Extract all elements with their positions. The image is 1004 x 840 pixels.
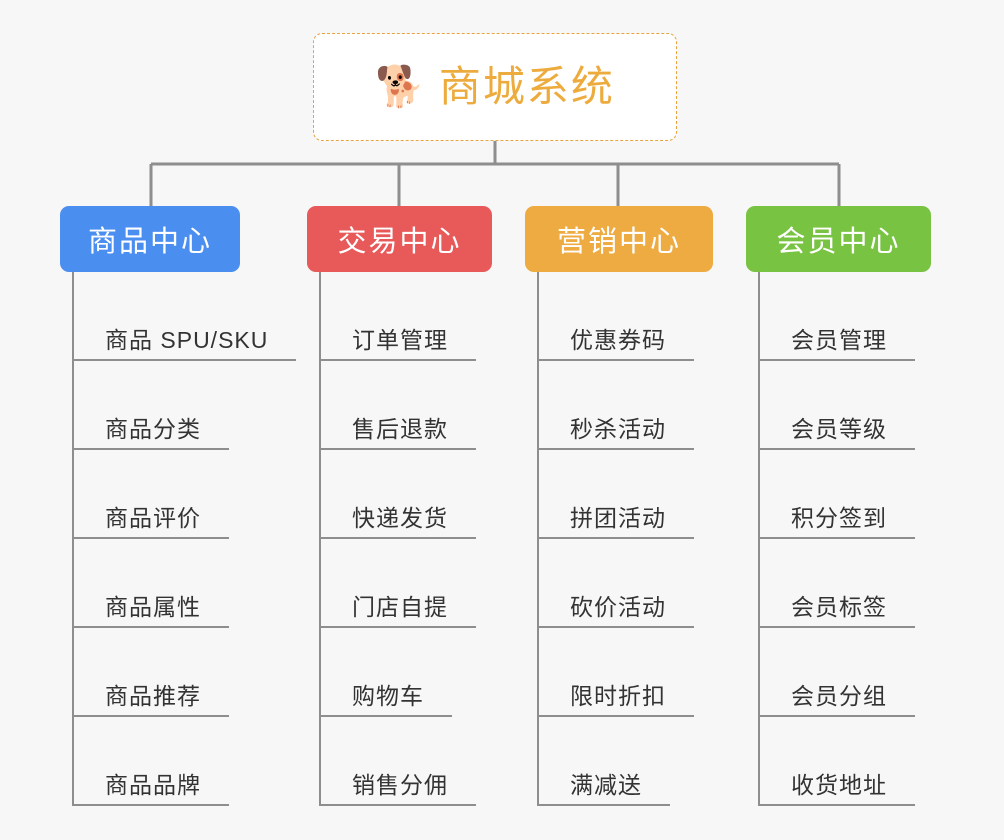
leaf-label: 砍价活动 [570,593,666,620]
branch-column-2: 营销中心 优惠券码 秒杀活动 拼团活动 砍价活动 限时折扣 满减送 [525,206,713,806]
leaf-label: 购物车 [352,682,424,709]
leaf-label: 商品品牌 [105,771,201,798]
leaf-item[interactable]: 售后退款 [321,361,492,450]
leaf-item[interactable]: 会员标签 [760,539,931,628]
leaf-item[interactable]: 商品 SPU/SKU [74,272,297,361]
shiba-dog-face-icon: 🐕 [375,65,425,109]
leaf-label: 门店自提 [352,593,448,620]
leaf-label: 会员等级 [791,415,887,442]
leaf-item[interactable]: 满减送 [539,717,713,806]
leaf-label: 会员分组 [791,682,887,709]
leaf-item[interactable]: 拼团活动 [539,450,713,539]
leaf-item[interactable]: 优惠券码 [539,272,713,361]
branch-column-1: 交易中心 订单管理 售后退款 快递发货 门店自提 购物车 销售分佣 [307,206,492,806]
leaf-item[interactable]: 秒杀活动 [539,361,713,450]
leaf-item[interactable]: 会员等级 [760,361,931,450]
leaf-label: 满减送 [570,771,642,798]
leaf-item[interactable]: 销售分佣 [321,717,492,806]
root-node[interactable]: 🐕 商城系统 [313,33,677,141]
branch-head-0[interactable]: 商品中心 [60,206,240,272]
branch-children-2: 优惠券码 秒杀活动 拼团活动 砍价活动 限时折扣 满减送 [537,272,713,806]
leaf-label: 积分签到 [791,504,887,531]
branch-head-label: 营销中心 [556,226,681,258]
branch-head-1[interactable]: 交易中心 [307,206,492,272]
branch-head-2[interactable]: 营销中心 [525,206,713,272]
branch-head-label: 交易中心 [337,226,462,258]
leaf-label: 秒杀活动 [570,415,666,442]
leaf-item[interactable]: 商品品牌 [74,717,296,806]
root-node-title: 商城系统 [438,63,615,110]
leaf-item[interactable]: 购物车 [321,628,492,717]
leaf-item[interactable]: 订单管理 [321,272,492,361]
leaf-item[interactable]: 商品分类 [74,361,296,450]
branch-children-0: 商品 SPU/SKU 商品分类 商品评价 商品属性 商品推荐 商品品牌 [72,272,297,806]
leaf-label: 商品评价 [105,504,201,531]
leaf-item[interactable]: 商品推荐 [74,628,296,717]
leaf-item[interactable]: 商品评价 [74,450,296,539]
branch-children-1: 订单管理 售后退款 快递发货 门店自提 购物车 销售分佣 [319,272,492,806]
leaf-label: 会员标签 [791,593,887,620]
branch-head-label: 会员中心 [776,226,901,258]
leaf-item[interactable]: 限时折扣 [539,628,713,717]
branch-head-3[interactable]: 会员中心 [746,206,931,272]
leaf-label: 会员管理 [791,326,887,353]
leaf-item[interactable]: 会员管理 [760,272,931,361]
branch-children-3: 会员管理 会员等级 积分签到 会员标签 会员分组 收货地址 [758,272,931,806]
leaf-label: 收货地址 [791,771,887,798]
leaf-label: 限时折扣 [570,682,666,709]
branch-column-3: 会员中心 会员管理 会员等级 积分签到 会员标签 会员分组 收货地址 [746,206,931,806]
leaf-label: 商品分类 [105,415,201,442]
leaf-label: 优惠券码 [570,326,666,353]
leaf-item[interactable]: 快递发货 [321,450,492,539]
leaf-label: 商品推荐 [105,682,201,709]
branch-column-0: 商品中心 商品 SPU/SKU 商品分类 商品评价 商品属性 商品推荐 商品品牌 [60,206,297,806]
leaf-item[interactable]: 商品属性 [74,539,296,628]
leaf-label: 拼团活动 [570,504,666,531]
leaf-item[interactable]: 门店自提 [321,539,492,628]
leaf-item[interactable]: 积分签到 [760,450,931,539]
leaf-label: 快递发货 [352,504,448,531]
leaf-item[interactable]: 砍价活动 [539,539,713,628]
leaf-item[interactable]: 会员分组 [760,628,931,717]
leaf-label: 商品 SPU/SKU [105,326,269,353]
leaf-label: 商品属性 [105,593,201,620]
branch-head-label: 商品中心 [87,226,212,258]
leaf-item[interactable]: 收货地址 [760,717,931,806]
leaf-label: 售后退款 [352,415,448,442]
leaf-label: 销售分佣 [352,771,448,798]
leaf-label: 订单管理 [352,326,448,353]
